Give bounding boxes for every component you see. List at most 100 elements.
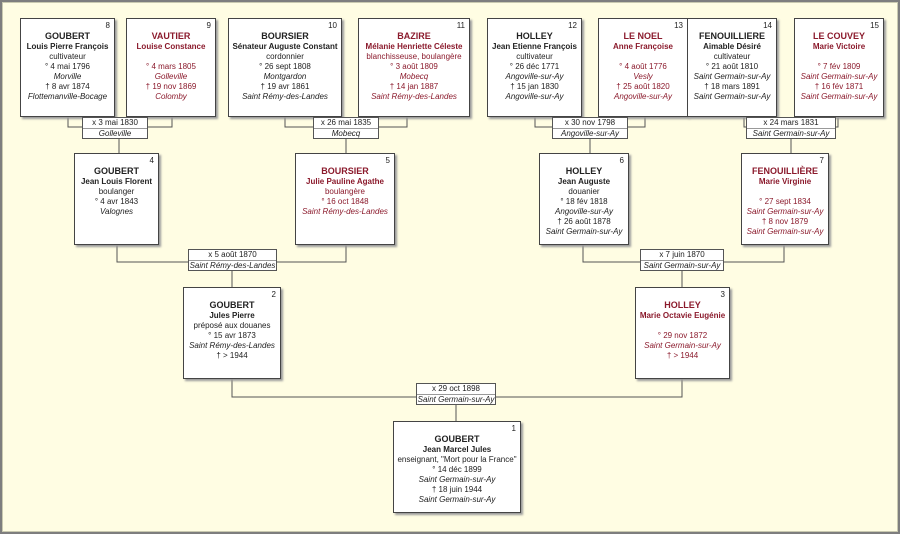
person-occupation: cultivateur: [713, 52, 751, 61]
person-surname: HOLLEY: [516, 31, 553, 41]
person-box-9[interactable]: 9 VAUTIER Louise Constance ° 4 mars 1805…: [126, 18, 216, 117]
person-occupation: douanier: [568, 187, 600, 196]
person-death-date: † 8 avr 1874: [45, 82, 90, 91]
person-box-15[interactable]: 15 LE COUVEY Marie Victoire ° 7 fév 1809…: [794, 18, 884, 117]
person-surname: BOURSIER: [261, 31, 309, 41]
person-given-names: Jean Louis Florent: [80, 177, 153, 186]
person-box-3[interactable]: 3 HOLLEY Marie Octavie Eugénie ° 29 nov …: [635, 287, 730, 379]
person-given-names: Jean Etienne François: [492, 42, 577, 51]
marriage-place: Saint Germain-sur-Ay: [417, 395, 495, 404]
person-given-names: Louise Constance: [136, 42, 206, 51]
sosa-number: 7: [819, 156, 824, 165]
marriage-date: x 30 nov 1798: [553, 118, 627, 129]
person-box-10[interactable]: 10 BOURSIER Sénateur Auguste Constant co…: [228, 18, 342, 117]
person-box-5[interactable]: 5 BOURSIER Julie Pauline Agathe boulangè…: [295, 153, 395, 245]
marriage-place: Saint Rémy-des-Landes: [189, 261, 276, 270]
marriage-label-14-15: x 24 mars 1831 Saint Germain-sur-Ay: [746, 117, 836, 139]
person-occupation: cordonnier: [266, 52, 304, 61]
marriage-label-4-5: x 5 août 1870 Saint Rémy-des-Landes: [188, 249, 277, 271]
person-birth-date: ° 15 avr 1873: [208, 331, 256, 340]
person-death-date: † 18 juin 1944: [431, 485, 483, 494]
person-surname: GOUBERT: [45, 31, 90, 41]
person-given-names: Mélanie Henriette Céleste: [365, 42, 463, 51]
person-birth-date: ° 3 août 1809: [390, 62, 438, 71]
person-death-place: Saint Germain-sur-Ay: [746, 227, 824, 236]
sosa-number: 6: [619, 156, 624, 165]
person-birth-place: Angoville-sur-Ay: [554, 207, 614, 216]
person-given-names: Sénateur Auguste Constant: [232, 42, 338, 51]
person-surname: VAUTIER: [151, 31, 191, 41]
person-surname: HOLLEY: [565, 166, 603, 176]
person-birth-place: Valognes: [99, 207, 134, 216]
person-death-date: † 25 août 1820: [616, 82, 670, 91]
person-death-place: Colomby: [155, 92, 187, 101]
marriage-place: Angoville-sur-Ay: [560, 129, 620, 138]
person-birth-place: Saint Rémy-des-Landes: [302, 207, 388, 216]
person-birth-place: Saint Rémy-des-Landes: [189, 341, 275, 350]
person-death-place: Saint Germain-sur-Ay: [800, 92, 878, 101]
person-death-date: † 26 août 1878: [557, 217, 611, 226]
person-box-1[interactable]: 1 GOUBERT Jean Marcel Jules enseignant, …: [393, 421, 521, 513]
person-death-date: † 14 jan 1887: [389, 82, 439, 91]
person-birth-date: ° 7 fév 1809: [817, 62, 861, 71]
person-death-date: † 15 jan 1830: [510, 82, 559, 91]
person-given-names: Jean Marcel Jules: [422, 445, 492, 454]
person-given-names: Aimable Désiré: [703, 42, 761, 51]
person-box-6[interactable]: 6 HOLLEY Jean Auguste douanier ° 18 fév …: [539, 153, 629, 245]
person-surname: GOUBERT: [209, 300, 255, 310]
person-given-names: Anne Françoise: [612, 42, 673, 51]
person-birth-place: Mobecq: [399, 72, 429, 81]
person-death-date: † 8 nov 1879: [761, 217, 809, 226]
person-surname: GOUBERT: [434, 434, 480, 444]
sosa-number: 15: [870, 21, 879, 30]
person-birth-place: Vesly: [633, 72, 653, 81]
person-death-place: Flottemanville-Bocage: [27, 92, 108, 101]
person-death-place: Saint Rémy-des-Landes: [371, 92, 457, 101]
person-box-2[interactable]: 2 GOUBERT Jules Pierre préposé aux douan…: [183, 287, 281, 379]
person-death-date: † > 1944: [666, 351, 699, 360]
person-occupation: boulangère: [324, 187, 366, 196]
person-given-names: Louis Pierre François: [26, 42, 109, 51]
sosa-number: 2: [271, 290, 276, 299]
person-surname: LE COUVEY: [812, 31, 865, 41]
sosa-number: 11: [456, 21, 465, 30]
person-box-14[interactable]: 14 FENOUILLIERE Aimable Désiré cultivate…: [687, 18, 777, 117]
person-given-names: Marie Octavie Eugénie: [639, 311, 726, 320]
marriage-label-6-7: x 7 juin 1870 Saint Germain-sur-Ay: [640, 249, 724, 271]
sosa-number: 9: [206, 21, 211, 30]
person-box-7[interactable]: 7 FENOUILLIÈRE Marie Virginie ° 27 sept …: [741, 153, 829, 245]
marriage-place: Golleville: [98, 129, 132, 138]
person-birth-date: ° 29 nov 1872: [657, 331, 708, 340]
marriage-label-8-9: x 3 mai 1830 Golleville: [82, 117, 148, 139]
marriage-label-10-11: x 26 mai 1835 Mobecq: [313, 117, 379, 139]
person-birth-place: Golleville: [154, 72, 188, 81]
person-surname: GOUBERT: [94, 166, 139, 176]
person-occupation: blanchisseuse, boulangère: [366, 52, 462, 61]
person-box-13[interactable]: 13 LE NOEL Anne Françoise ° 4 août 1776 …: [598, 18, 688, 117]
person-birth-place: Morville: [53, 72, 82, 81]
person-occupation: préposé aux douanes: [193, 321, 271, 330]
person-occupation: cultivateur: [516, 52, 553, 61]
person-birth-place: Saint Germain-sur-Ay: [746, 207, 824, 216]
sosa-number: 12: [568, 21, 577, 30]
marriage-date: x 7 juin 1870: [641, 250, 723, 261]
person-death-date: † > 1944: [216, 351, 248, 360]
person-box-12[interactable]: 12 HOLLEY Jean Etienne François cultivat…: [487, 18, 582, 117]
person-birth-date: ° 21 août 1810: [705, 62, 759, 71]
person-box-4[interactable]: 4 GOUBERT Jean Louis Florent boulanger °…: [74, 153, 159, 245]
marriage-date: x 5 août 1870: [189, 250, 276, 261]
person-occupation: cultivateur: [49, 52, 86, 61]
person-box-11[interactable]: 11 BAZIRE Mélanie Henriette Céleste blan…: [358, 18, 470, 117]
sosa-number: 13: [674, 21, 683, 30]
person-birth-date: ° 16 oct 1848: [321, 197, 369, 206]
person-given-names: Jean Auguste: [557, 177, 611, 186]
person-birth-place: Saint Germain-sur-Ay: [693, 72, 771, 81]
marriage-place: Mobecq: [331, 129, 361, 138]
person-box-8[interactable]: 8 GOUBERT Louis Pierre François cultivat…: [20, 18, 115, 117]
person-surname: HOLLEY: [664, 300, 701, 310]
person-birth-date: ° 26 déc 1771: [509, 62, 560, 71]
person-occupation: enseignant, "Mort pour la France": [397, 455, 517, 464]
person-death-date: † 19 avr 1861: [260, 82, 310, 91]
person-birth-date: ° 4 mai 1796: [44, 62, 90, 71]
person-death-place: Saint Rémy-des-Landes: [242, 92, 328, 101]
